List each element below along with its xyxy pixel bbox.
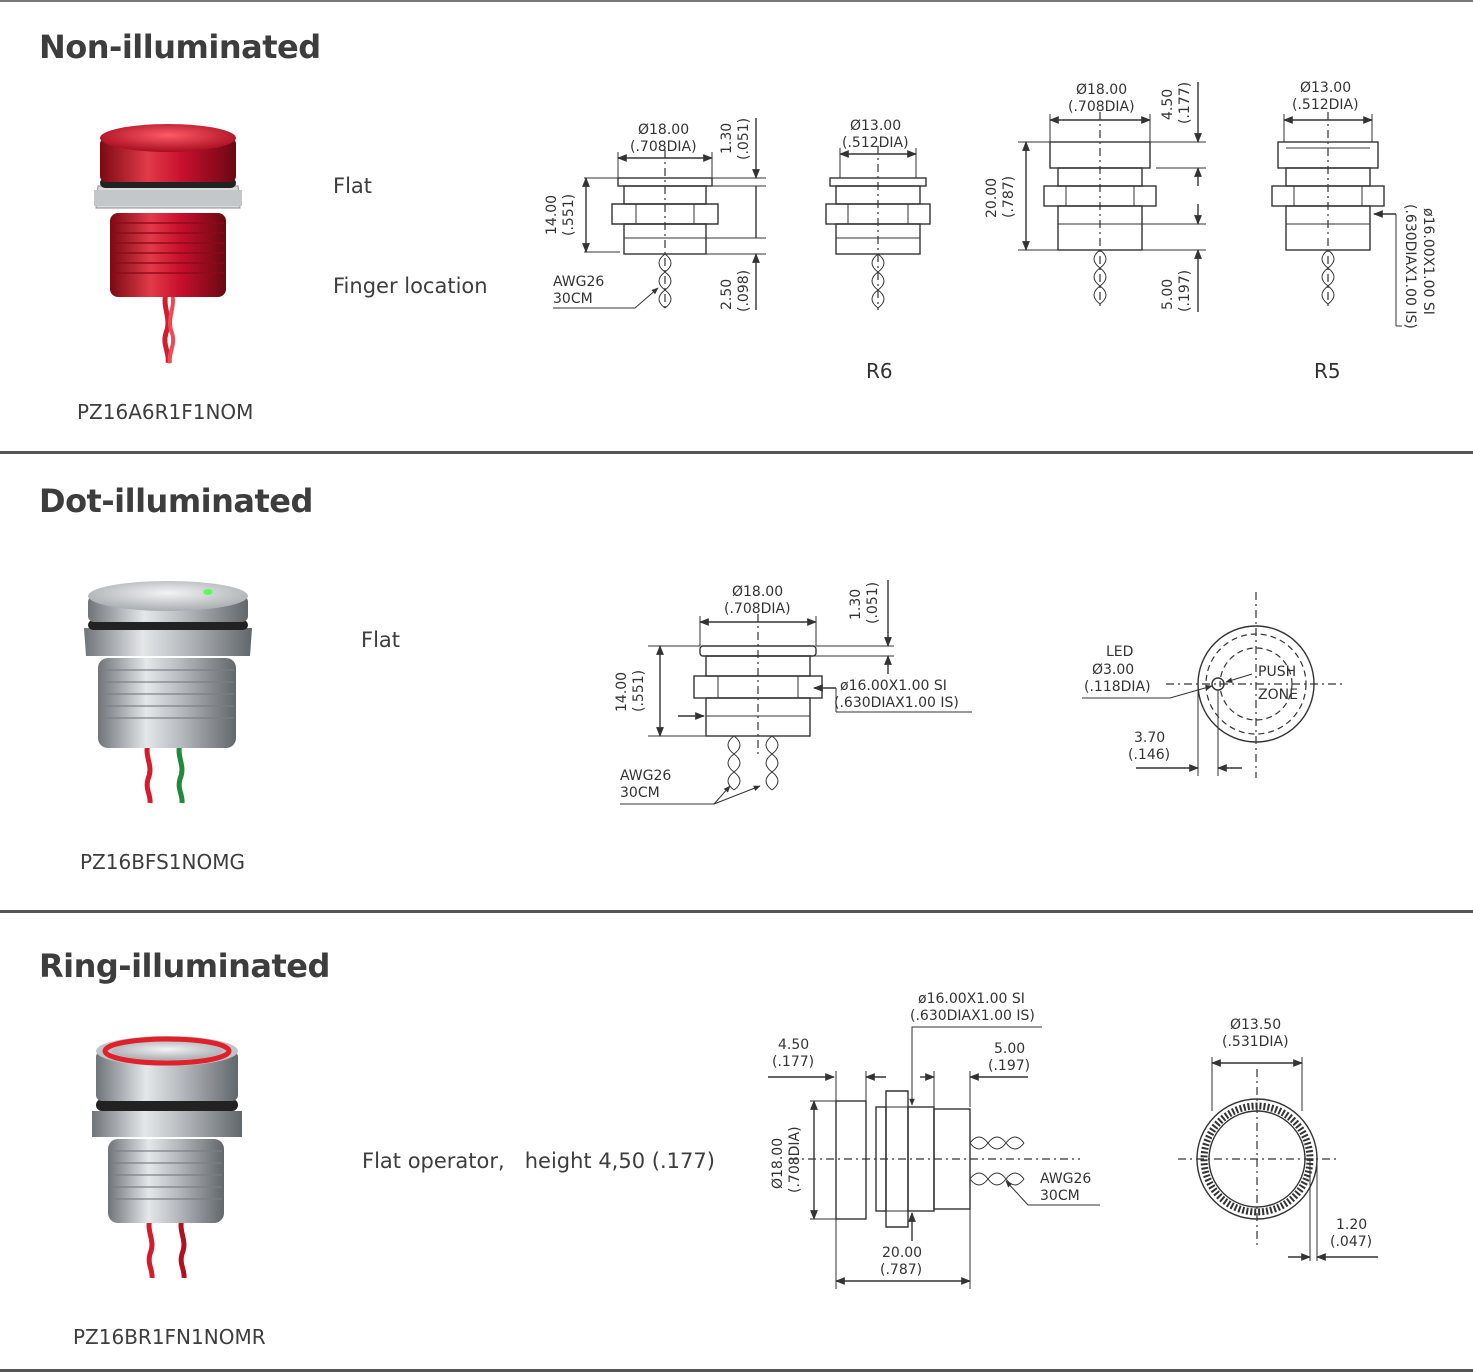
dim-dia18-r1: Ø18.00 xyxy=(1076,82,1127,98)
dim-h500-in: (.197) xyxy=(1177,270,1193,312)
product-photo-dot xyxy=(84,581,252,804)
dim-thread-in: (.630DIAX1.00 IS) xyxy=(1402,204,1418,329)
dim-dia18: Ø18.00 xyxy=(770,1138,786,1189)
dim-h1400-in: (.551) xyxy=(631,670,647,712)
separator-1 xyxy=(0,451,1473,454)
wire-awg: AWG26 xyxy=(1040,1171,1091,1187)
dim-h130: 1.30 xyxy=(719,123,735,154)
dim-dia1350-in: (.531DIA) xyxy=(1222,1034,1289,1050)
dim-h130-in: (.051) xyxy=(736,118,752,160)
dim-ring120-in: (.047) xyxy=(1330,1234,1372,1250)
dim-h450-in: (.177) xyxy=(1177,82,1193,124)
section-dot-illuminated: Dot-illuminated PZ16BFS1NOMG Flat Ø18.00… xyxy=(0,454,1473,910)
dim-h250: 2.50 xyxy=(719,279,735,310)
dim-h450: 4.50 xyxy=(778,1037,809,1053)
wire-awg: AWG26 xyxy=(553,274,604,290)
top-view-dot: PUSH ZONE LED Ø3.00 (.118DIA) 3.70 (.146… xyxy=(1082,592,1346,778)
model-number: PZ16BR1FN1NOMR xyxy=(73,1325,266,1349)
model-number: PZ16BFS1NOMG xyxy=(80,850,245,874)
separator-2 xyxy=(0,910,1473,913)
dimension-drawing-r6: Ø13.00 (.512DIA) R6 xyxy=(825,118,931,383)
wire-length: 30CM xyxy=(553,291,593,307)
dim-h2000: 20.00 xyxy=(984,178,1000,218)
top-separator xyxy=(0,0,1473,2)
label-flat: Flat xyxy=(333,174,373,198)
wire-length: 30CM xyxy=(620,785,660,801)
dim-dia18: Ø18.00 xyxy=(732,584,783,600)
model-number: PZ16A6R1F1NOM xyxy=(77,400,254,424)
dim-h130-in: (.051) xyxy=(865,582,881,624)
product-photo-red xyxy=(94,124,242,364)
section-non-illuminated: Non-illuminated PZ16A6R1F1NOM Flat Finge… xyxy=(0,0,1473,452)
dim-ring120: 1.20 xyxy=(1336,1217,1367,1233)
zone-label: ZONE xyxy=(1258,687,1298,703)
label-finger-location: Finger location xyxy=(333,274,488,298)
dim-dia1350: Ø13.50 xyxy=(1230,1017,1281,1033)
push-label: PUSH xyxy=(1258,664,1296,680)
dim-dia13-in-r5: (.512DIA) xyxy=(1292,97,1359,113)
dim-dia13-in: (.512DIA) xyxy=(842,135,909,151)
top-view-ring: Ø13.50 (.531DIA) 1.20 (.047) xyxy=(1178,1017,1378,1261)
dim-thread: ø16.00X1.00 SI xyxy=(918,991,1025,1007)
bottom-separator xyxy=(0,1369,1473,1372)
dim-dia13-r5: Ø13.00 xyxy=(1300,80,1351,96)
led-label: LED xyxy=(1106,644,1133,660)
dim-dia18-in: (.708DIA) xyxy=(724,601,791,617)
dim-dia13: Ø13.00 xyxy=(850,118,901,134)
dim-h450: 4.50 xyxy=(1160,89,1176,120)
dim-dia18: Ø18.00 xyxy=(638,122,689,138)
dim-dia18-in: (.708DIA) xyxy=(630,139,697,155)
dim-off370: 3.70 xyxy=(1134,730,1165,746)
dim-thread-in: (.630DIAX1.00 IS) xyxy=(834,695,959,711)
dimension-drawing-dot: Ø18.00 (.708DIA) 14.00 (.551) 1.30 (.051… xyxy=(614,580,972,805)
dim-thread: ø16.00X1.00 SI xyxy=(840,678,947,694)
dim-thread-in: (.630DIAX1.00 IS) xyxy=(910,1008,1035,1024)
dim-off370-in: (.146) xyxy=(1128,747,1170,763)
dim-h500: 5.00 xyxy=(1160,279,1176,310)
label-flat: Flat xyxy=(361,628,401,652)
dim-dia18-in-r1: (.708DIA) xyxy=(1068,99,1135,115)
led-dia-in: (.118DIA) xyxy=(1084,679,1151,695)
section-title: Non-illuminated xyxy=(39,28,321,66)
dimension-drawing-r1: Ø18.00 (.708DIA) 20.00 (.787) 4.50 (.177… xyxy=(984,82,1206,312)
variant-r6: R6 xyxy=(866,359,893,383)
section-title: Dot-illuminated xyxy=(39,482,313,520)
dim-h130: 1.30 xyxy=(848,589,864,620)
variant-r5: R5 xyxy=(1314,359,1341,383)
dim-h1400-in: (.551) xyxy=(561,194,577,236)
dim-h500-in: (.197) xyxy=(988,1058,1030,1074)
dimension-drawing-r5: Ø13.00 (.512DIA) ø16.00X1.00 SI (.630DIA… xyxy=(1271,80,1436,383)
wire-awg: AWG26 xyxy=(620,768,671,784)
dim-thread: ø16.00X1.00 SI xyxy=(1420,208,1436,315)
dim-len2000: 20.00 xyxy=(882,1245,922,1261)
dim-h1400: 14.00 xyxy=(544,195,560,235)
label-flat-operator: Flat operator, height 4,50 (.177) xyxy=(362,1149,715,1173)
dim-h2000-in: (.787) xyxy=(1001,176,1017,218)
dim-len2000-in: (.787) xyxy=(880,1262,922,1278)
dim-h250-in: (.098) xyxy=(736,270,752,312)
dim-h1400: 14.00 xyxy=(614,672,630,712)
side-view-ring: ø16.00X1.00 SI (.630DIAX1.00 IS) 4.50 (.… xyxy=(768,991,1100,1289)
led-dia: Ø3.00 xyxy=(1092,662,1134,678)
dim-dia18-in: (.708DIA) xyxy=(787,1126,803,1193)
dimension-drawing-flat: Ø18.00 (.708DIA) 14.00 (.551) 1.30 (.051… xyxy=(544,118,766,312)
product-photo-ring xyxy=(92,1036,242,1279)
section-title: Ring-illuminated xyxy=(39,947,330,985)
wire-length: 30CM xyxy=(1040,1188,1080,1204)
section-ring-illuminated: Ring-illuminated PZ16BR1FN1NOMR Flat ope… xyxy=(0,913,1473,1372)
dim-h450-in: (.177) xyxy=(772,1054,814,1070)
dim-h500: 5.00 xyxy=(994,1041,1025,1057)
